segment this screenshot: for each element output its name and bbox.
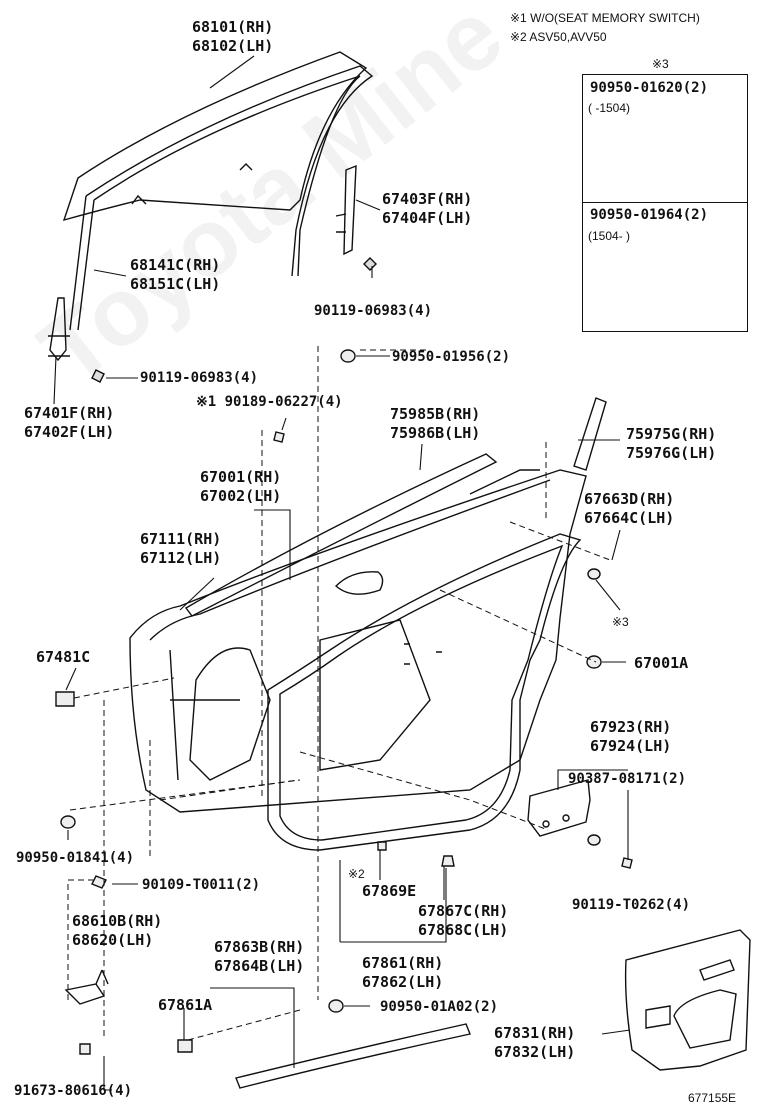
door-stopper-shape xyxy=(527,779,591,837)
label-inset-ref-3: ※3 xyxy=(612,615,629,629)
note-2: ※2 ASV50,AVV50 xyxy=(510,30,607,44)
label-67924: 67924(LH) xyxy=(590,737,672,755)
label-67001: 67001(RH) xyxy=(200,468,282,486)
door-weatherstrip-shape xyxy=(267,533,582,851)
inset-box-a xyxy=(582,74,748,204)
label-75985b: 75985B(RH) xyxy=(390,405,481,423)
leader-lines xyxy=(53,55,631,1091)
label-67867c: 67867C(RH) xyxy=(418,902,509,920)
label-67831: 67831(RH) xyxy=(494,1024,576,1042)
label-90387-08171: 90387-08171(2) xyxy=(568,771,687,787)
label-67663d: 67663D(RH) xyxy=(584,490,675,508)
dashed-alignment-lines xyxy=(67,346,611,1041)
front-lower-frame-shape xyxy=(48,297,105,383)
label-67112: 67112(LH) xyxy=(140,549,222,567)
glass-run-shape xyxy=(69,65,374,331)
rocker-molding-shape xyxy=(235,1023,471,1089)
inset-range-b: (1504- ) xyxy=(588,229,631,243)
label-67401f: 67401F(RH) xyxy=(24,404,115,422)
label-68610b: 68610B(RH) xyxy=(72,912,163,930)
label-67001a: 67001A xyxy=(634,654,689,672)
label-90189-06227: ※1 90189-06227(4) xyxy=(196,394,343,410)
label-90119-06983-left: 90119-06983(4) xyxy=(140,370,259,386)
label-68141c: 68141C(RH) xyxy=(130,256,221,274)
door-glass-shape xyxy=(62,51,368,222)
note-1: ※1 W/O(SEAT MEMORY SWITCH) xyxy=(510,11,700,25)
pillar-garnish-shape xyxy=(573,397,607,471)
label-67861a: 67861A xyxy=(158,996,213,1014)
label-67664c: 67664C(LH) xyxy=(584,509,675,527)
label-90950-01a02: 90950-01A02(2) xyxy=(380,999,499,1015)
label-68101: 68101(RH) xyxy=(192,18,274,36)
belt-molding-shape xyxy=(184,453,498,617)
label-67861: 67861(RH) xyxy=(362,954,444,972)
trim-panel-shape xyxy=(624,929,751,1071)
label-67864b: 67864B(LH) xyxy=(214,957,305,975)
inset-part-a: 90950-01620(2) xyxy=(590,80,709,96)
label-67404f: 67404F(LH) xyxy=(382,209,473,227)
note-3-inset-marker: ※3 xyxy=(652,57,669,71)
label-68151c: 68151C(LH) xyxy=(130,275,221,293)
label-68102: 68102(LH) xyxy=(192,37,274,55)
label-90109-t0011: 90109-T0011(2) xyxy=(142,877,261,893)
inset-box-b xyxy=(582,202,748,332)
label-90119-t0262: 90119-T0262(4) xyxy=(572,897,691,913)
label-90119-06983-top: 90119-06983(4) xyxy=(314,303,433,319)
inset-part-b: 90950-01964(2) xyxy=(590,207,709,223)
label-90950-01841: 90950-01841(4) xyxy=(16,850,135,866)
label-67002: 67002(LH) xyxy=(200,487,282,505)
label-67403f: 67403F(RH) xyxy=(382,190,473,208)
label-67862: 67862(LH) xyxy=(362,973,444,991)
inset-range-a: ( -1504) xyxy=(588,101,631,115)
rear-lower-frame-shape xyxy=(335,164,377,271)
label-67481c: 67481C xyxy=(36,648,91,666)
label-68620: 68620(LH) xyxy=(72,931,154,949)
label-91673-80616: 91673-80616(4) xyxy=(14,1083,133,1099)
label-67402f: 67402F(LH) xyxy=(24,423,115,441)
label-67832: 67832(LH) xyxy=(494,1043,576,1061)
door-panel-shape xyxy=(129,469,587,813)
fastener-shapes xyxy=(55,349,633,1055)
label-67863b: 67863B(RH) xyxy=(214,938,305,956)
label-75986b: 75986B(LH) xyxy=(390,424,481,442)
door-hinge-shape xyxy=(64,969,109,1005)
label-67111: 67111(RH) xyxy=(140,530,222,548)
drawing-number: 677155E xyxy=(688,1091,737,1105)
label-67868c: 67868C(LH) xyxy=(418,921,509,939)
label-75976g: 75976G(LH) xyxy=(626,444,717,462)
label-75975g: 75975G(RH) xyxy=(626,425,717,443)
label-67869e: 67869E xyxy=(362,882,417,900)
label-67923: 67923(RH) xyxy=(590,718,672,736)
label-90950-01956: 90950-01956(2) xyxy=(392,349,511,365)
label-asv-ref-2: ※2 xyxy=(348,867,365,881)
